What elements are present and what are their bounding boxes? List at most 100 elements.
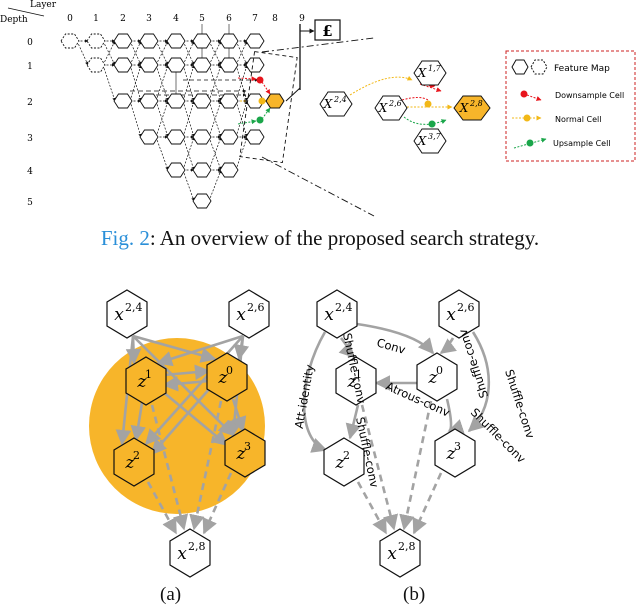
panel-b-edges — [302, 322, 491, 535]
layer-tick-label: 0 — [67, 14, 73, 24]
zoom-node-superscript: 2,8 — [469, 99, 483, 108]
output-edge — [285, 87, 301, 102]
node-superscript-z0: 0 — [436, 364, 443, 377]
search-edge — [163, 364, 211, 381]
grid-edge — [129, 100, 142, 138]
search-edge — [130, 402, 146, 442]
node-label-z0: z — [218, 368, 229, 388]
grid-edge — [129, 40, 142, 66]
legend-feature-map: Feature Map — [554, 64, 610, 74]
grid-edge — [102, 40, 116, 66]
search-edge — [162, 375, 210, 392]
zoom-upsample-edge — [403, 116, 447, 125]
figure-ref-link[interactable]: Fig. 2 — [100, 226, 150, 250]
grid-edge — [235, 136, 248, 171]
node-superscript-z2: 2 — [133, 449, 140, 462]
caption-text: : An overview of the proposed search str… — [149, 226, 540, 250]
search-edge — [156, 334, 244, 367]
feature-map-hex — [192, 162, 212, 178]
node-hex-z0 — [206, 352, 248, 402]
grid-edge — [235, 40, 248, 66]
grid-edge — [208, 100, 222, 138]
legend-upsample: Upsample Cell — [553, 139, 611, 148]
zoom-feature-map-hex — [374, 95, 408, 121]
output-edge — [150, 404, 189, 531]
upsample-cell-edge — [237, 119, 257, 125]
output-edge — [412, 472, 443, 535]
legend-hex-dashed-icon — [530, 59, 548, 75]
grid-edge — [129, 64, 142, 102]
grid-edge — [155, 40, 169, 66]
node-superscript-z3: 3 — [454, 440, 461, 453]
grid-edge — [208, 169, 222, 202]
feature-map-hex — [166, 93, 186, 109]
zoom-line-top — [261, 37, 375, 53]
feature-map-hex — [219, 129, 239, 145]
grid-edge — [208, 64, 222, 102]
output-edge — [146, 481, 178, 535]
node-superscript-z0: 0 — [226, 364, 233, 377]
layer-tick-label: 1 — [93, 14, 99, 24]
node-hex-x28 — [169, 528, 211, 578]
shuffle-conv-edge — [439, 337, 457, 355]
search-edge — [132, 334, 217, 363]
feature-map-hex — [192, 33, 212, 49]
grid-edge — [155, 100, 169, 138]
feature-map-hex — [219, 33, 239, 49]
feature-map-hex — [139, 93, 159, 109]
output-box — [314, 19, 341, 41]
layer-tick-label: 5 — [199, 14, 205, 24]
feature-map-hex — [166, 162, 186, 178]
feature-map-hex — [245, 33, 265, 49]
downsample-cell-dot — [256, 76, 264, 84]
output-edge — [202, 472, 233, 535]
zoom-feature-map-hex — [413, 60, 447, 86]
shuffle-conv-edge — [467, 331, 491, 433]
shuffle-conv-edge — [345, 404, 361, 440]
feature-map-hex — [219, 162, 239, 178]
grid-edge — [182, 136, 195, 171]
node-hex-z0 — [416, 352, 458, 402]
upsample-cell-dot — [256, 116, 264, 124]
depth-tick-label: 3 — [27, 134, 33, 144]
grid-edges — [76, 24, 301, 202]
node-label-z1: z — [137, 372, 148, 392]
zoom-node-label: X — [417, 66, 427, 80]
grid-edge — [235, 64, 248, 102]
grid-edge — [102, 40, 116, 66]
node-label-x24: x — [324, 305, 334, 325]
feature-map-hex — [139, 33, 159, 49]
node-superscript-z1: 1 — [355, 368, 362, 381]
node-hex-x28 — [379, 528, 421, 578]
figure-caption: Fig. 2: An overview of the proposed sear… — [0, 226, 640, 251]
feature-map-hex — [192, 129, 212, 145]
feature-map-hex — [219, 57, 239, 73]
feature-map-hex — [113, 93, 133, 109]
legend-downsample: Downsample Cell — [555, 91, 624, 100]
zoom-node-superscript: 3,7 — [428, 132, 442, 141]
downsample-cell-edge — [261, 81, 271, 95]
node-hex-x26 — [438, 289, 480, 339]
depth-tick-label: 5 — [27, 198, 33, 208]
feature-map-hex — [192, 57, 212, 73]
node-hex-z3 — [224, 428, 266, 478]
zoom-feature-map-hex — [413, 128, 447, 154]
feature-map-hex — [192, 93, 212, 109]
layer-tick-label: 4 — [173, 14, 179, 24]
conv-edge — [356, 322, 435, 355]
node-superscript-x24: 2,4 — [125, 301, 143, 314]
node-superscript-x28: 2,8 — [188, 540, 206, 553]
zoom-node-superscript: 1,7 — [428, 64, 442, 73]
zoom-feature-map-hex — [319, 91, 353, 117]
grid-edge — [182, 169, 195, 202]
axis-corner-divider — [7, 7, 45, 17]
node-hex-z2 — [323, 437, 365, 487]
node-label-z2: z — [335, 453, 346, 473]
node-label-x26: x — [446, 305, 456, 325]
zoom-node-label: X — [378, 101, 388, 115]
